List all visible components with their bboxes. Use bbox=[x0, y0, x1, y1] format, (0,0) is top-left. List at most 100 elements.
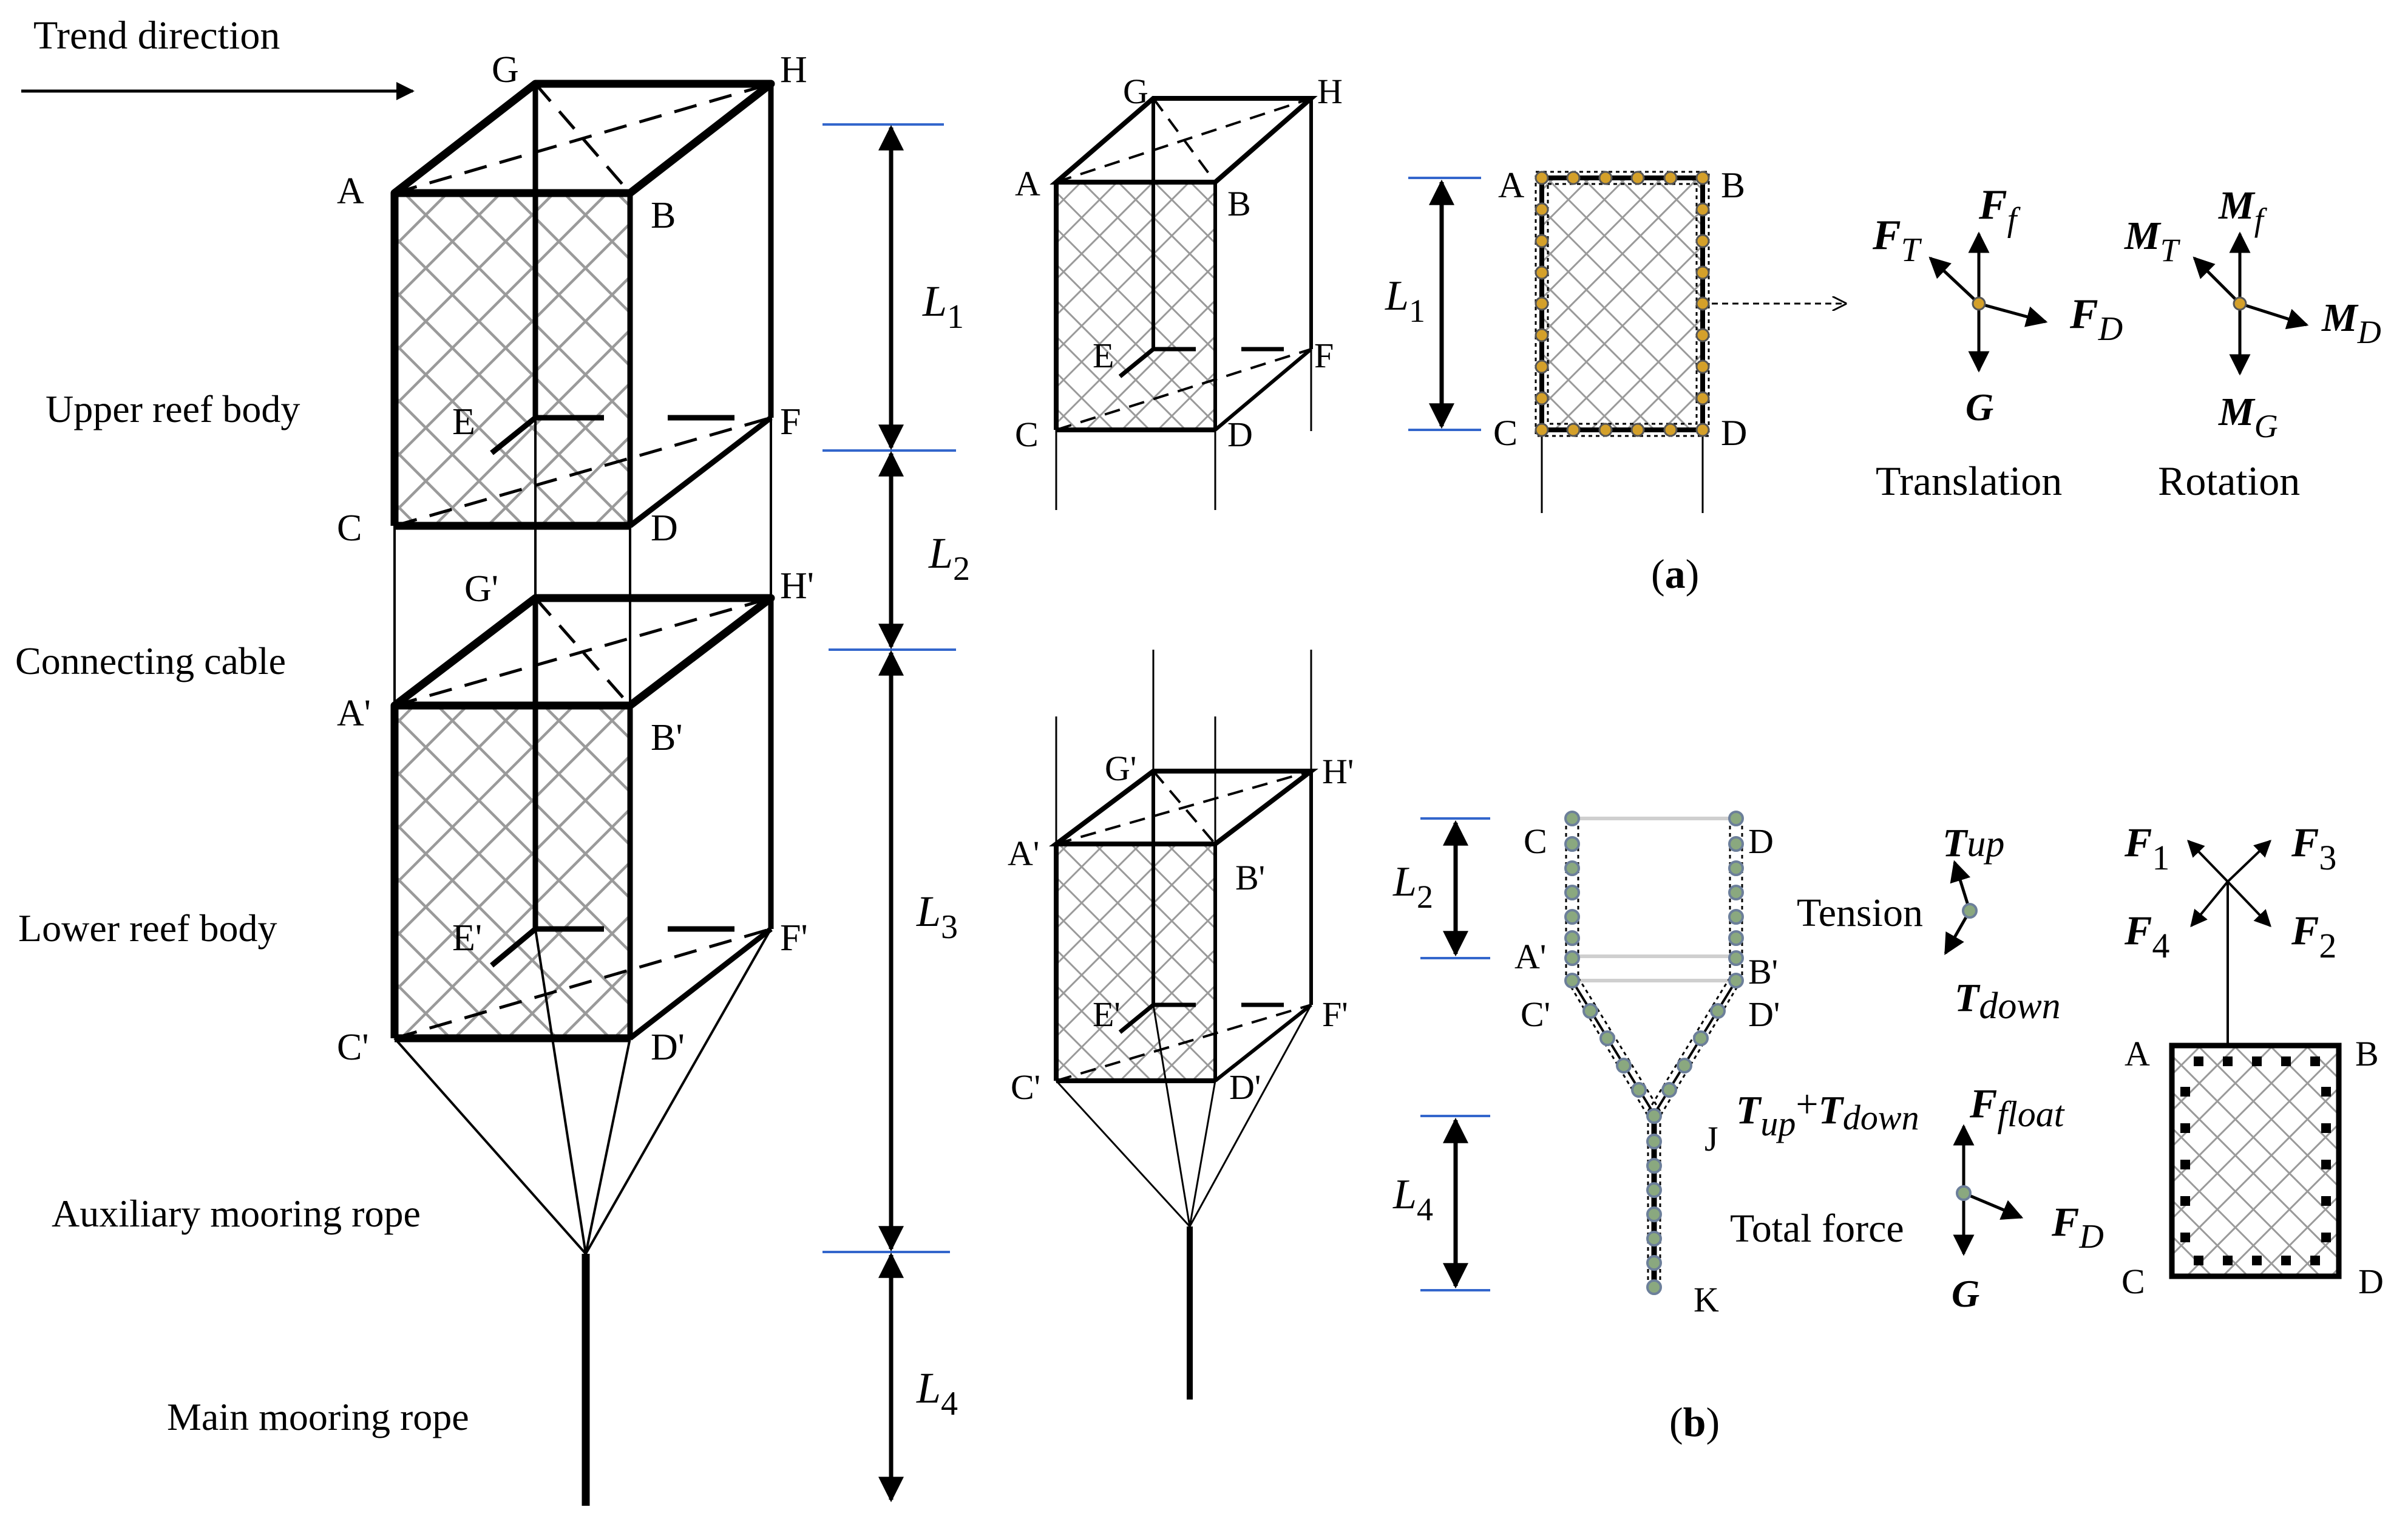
s-pt-H: H bbox=[1317, 72, 1343, 111]
s-pt-C2: C' bbox=[1011, 1067, 1040, 1107]
pt-C2: C' bbox=[337, 1027, 369, 1068]
force-Tup-Tdown: Tup+Tdown bbox=[1736, 1082, 1919, 1143]
b-nodes bbox=[1564, 811, 1744, 1295]
force-F1: F1 bbox=[2124, 819, 2169, 877]
translation-forces: Ff FT FD G Translation bbox=[1872, 182, 2123, 504]
upper-reef-label: Upper reef body bbox=[46, 387, 300, 430]
a-nodes bbox=[1535, 171, 1710, 437]
force-F4: F4 bbox=[2124, 907, 2169, 965]
panel-a-label: (a) bbox=[1651, 551, 1699, 597]
s-pt-C: C bbox=[1015, 415, 1039, 454]
s-pt-G2: G' bbox=[1105, 749, 1136, 788]
connecting-cables bbox=[393, 418, 772, 706]
s-pt-D2: D' bbox=[1229, 1067, 1261, 1107]
a-pt-C: C bbox=[1493, 413, 1518, 453]
dimension-lines: L1 L2 L3 L4 bbox=[822, 123, 970, 1503]
moment-MG: MG bbox=[2218, 390, 2278, 444]
pt-E2: E' bbox=[452, 917, 482, 959]
s-pt-A: A bbox=[1015, 164, 1040, 203]
panel-a: L1 A B C D Ff FT bbox=[1385, 165, 2381, 597]
force-FD: FD bbox=[2069, 291, 2123, 348]
lower-reef-label: Lower reef body bbox=[18, 907, 277, 950]
force-FD-b: FD bbox=[2051, 1199, 2104, 1256]
blk-pt-A: A bbox=[2125, 1034, 2150, 1073]
panel-b: L2 L4 C D A' bbox=[1392, 811, 2384, 1445]
upper-front-net bbox=[395, 193, 630, 526]
pt-A: A bbox=[337, 171, 364, 212]
force-G: G bbox=[1965, 386, 1993, 429]
s-pt-B: B bbox=[1227, 184, 1251, 223]
lower-reef-cube bbox=[390, 594, 775, 1043]
s-pt-A2: A' bbox=[1008, 834, 1039, 873]
aux-rope-label: Auxiliary mooring rope bbox=[52, 1192, 421, 1235]
pt-F2: F' bbox=[780, 917, 808, 959]
a-pt-A: A bbox=[1498, 165, 1524, 205]
total-force-label: Total force bbox=[1730, 1206, 1904, 1251]
b-pt-D: D bbox=[1748, 822, 1774, 861]
trend-label: Trend direction bbox=[33, 13, 280, 58]
pt-H2: H' bbox=[780, 565, 814, 607]
connecting-cable-label: Connecting cable bbox=[15, 639, 286, 682]
s-pt-H2: H' bbox=[1322, 752, 1354, 791]
a-L1-label: L1 bbox=[1385, 273, 1425, 329]
s-pt-B2: B' bbox=[1235, 858, 1265, 897]
b-pt-K: K bbox=[1694, 1280, 1719, 1319]
small-upper-cube: G H A B E F C D bbox=[1015, 72, 1343, 510]
s-pt-F: F bbox=[1314, 336, 1334, 375]
pt-B: B bbox=[651, 195, 676, 236]
total-forces: Tup+Tdown Ffloat Total force FD G bbox=[1730, 1080, 2104, 1315]
L2-label: L2 bbox=[928, 529, 970, 588]
pt-H: H bbox=[780, 49, 807, 90]
upper-reef-cube bbox=[390, 80, 775, 530]
blk-pt-D: D bbox=[2358, 1262, 2384, 1301]
force-F2: F2 bbox=[2291, 907, 2336, 965]
force-F3: F3 bbox=[2291, 819, 2336, 877]
tension-label: Tension bbox=[1797, 891, 1923, 935]
block-forces: F1 F3 F4 F2 A B C D bbox=[2121, 819, 2384, 1301]
a-pt-B: B bbox=[1721, 165, 1745, 205]
b-pt-J: J bbox=[1704, 1119, 1718, 1158]
force-Tup: Tup bbox=[1942, 821, 2004, 865]
rotation-moments: Mf MT MD MG Rotation bbox=[2124, 183, 2381, 504]
a-pt-D: D bbox=[1721, 413, 1747, 453]
pt-A2: A' bbox=[337, 693, 371, 734]
small-lower-cube: G' H' A' B' E' F' C' D' bbox=[1008, 650, 1354, 1400]
blk-pt-B: B bbox=[2355, 1034, 2379, 1073]
b-pt-B2: B' bbox=[1748, 952, 1778, 992]
force-FT: FT bbox=[1872, 212, 1922, 269]
pt-C: C bbox=[337, 508, 362, 549]
s-pt-E: E bbox=[1093, 336, 1114, 375]
force-G-b: G bbox=[1952, 1272, 1979, 1315]
pt-B2: B' bbox=[651, 717, 683, 758]
left-structure: Trend direction bbox=[15, 13, 814, 1506]
translation-label: Translation bbox=[1876, 458, 2062, 504]
s-pt-E2: E' bbox=[1093, 995, 1121, 1034]
tension-forces: Tension Tup Tdown bbox=[1797, 821, 2061, 1027]
pt-D: D bbox=[651, 508, 678, 549]
b-L2-label: L2 bbox=[1392, 859, 1433, 915]
b-pt-D2: D' bbox=[1748, 995, 1780, 1034]
main-rope-label: Main mooring rope bbox=[167, 1395, 469, 1438]
L1-label: L1 bbox=[922, 277, 964, 336]
pt-D2: D' bbox=[651, 1027, 685, 1068]
b-L4-label: L4 bbox=[1392, 1171, 1433, 1228]
b-pt-C: C bbox=[1524, 822, 1547, 861]
moment-MT: MT bbox=[2124, 214, 2181, 268]
L4-label: L4 bbox=[916, 1364, 958, 1423]
s-pt-F2: F' bbox=[1322, 995, 1348, 1034]
force-Tdown: Tdown bbox=[1955, 976, 2061, 1027]
pt-G2: G' bbox=[464, 568, 498, 610]
lower-front-net bbox=[395, 706, 630, 1038]
panel-b-label: (b) bbox=[1669, 1399, 1720, 1445]
L3-label: L3 bbox=[916, 887, 958, 946]
pt-G: G bbox=[492, 49, 519, 90]
pt-E: E bbox=[452, 401, 475, 443]
rotation-label: Rotation bbox=[2158, 458, 2300, 504]
force-Ffloat: Ffloat bbox=[1969, 1080, 2065, 1134]
b-pt-A2: A' bbox=[1514, 937, 1546, 976]
mooring-ropes bbox=[393, 928, 772, 1506]
s-pt-G: G bbox=[1123, 72, 1148, 111]
force-Ff: Ff bbox=[1978, 182, 2021, 239]
b-pt-C2: C' bbox=[1521, 995, 1550, 1034]
